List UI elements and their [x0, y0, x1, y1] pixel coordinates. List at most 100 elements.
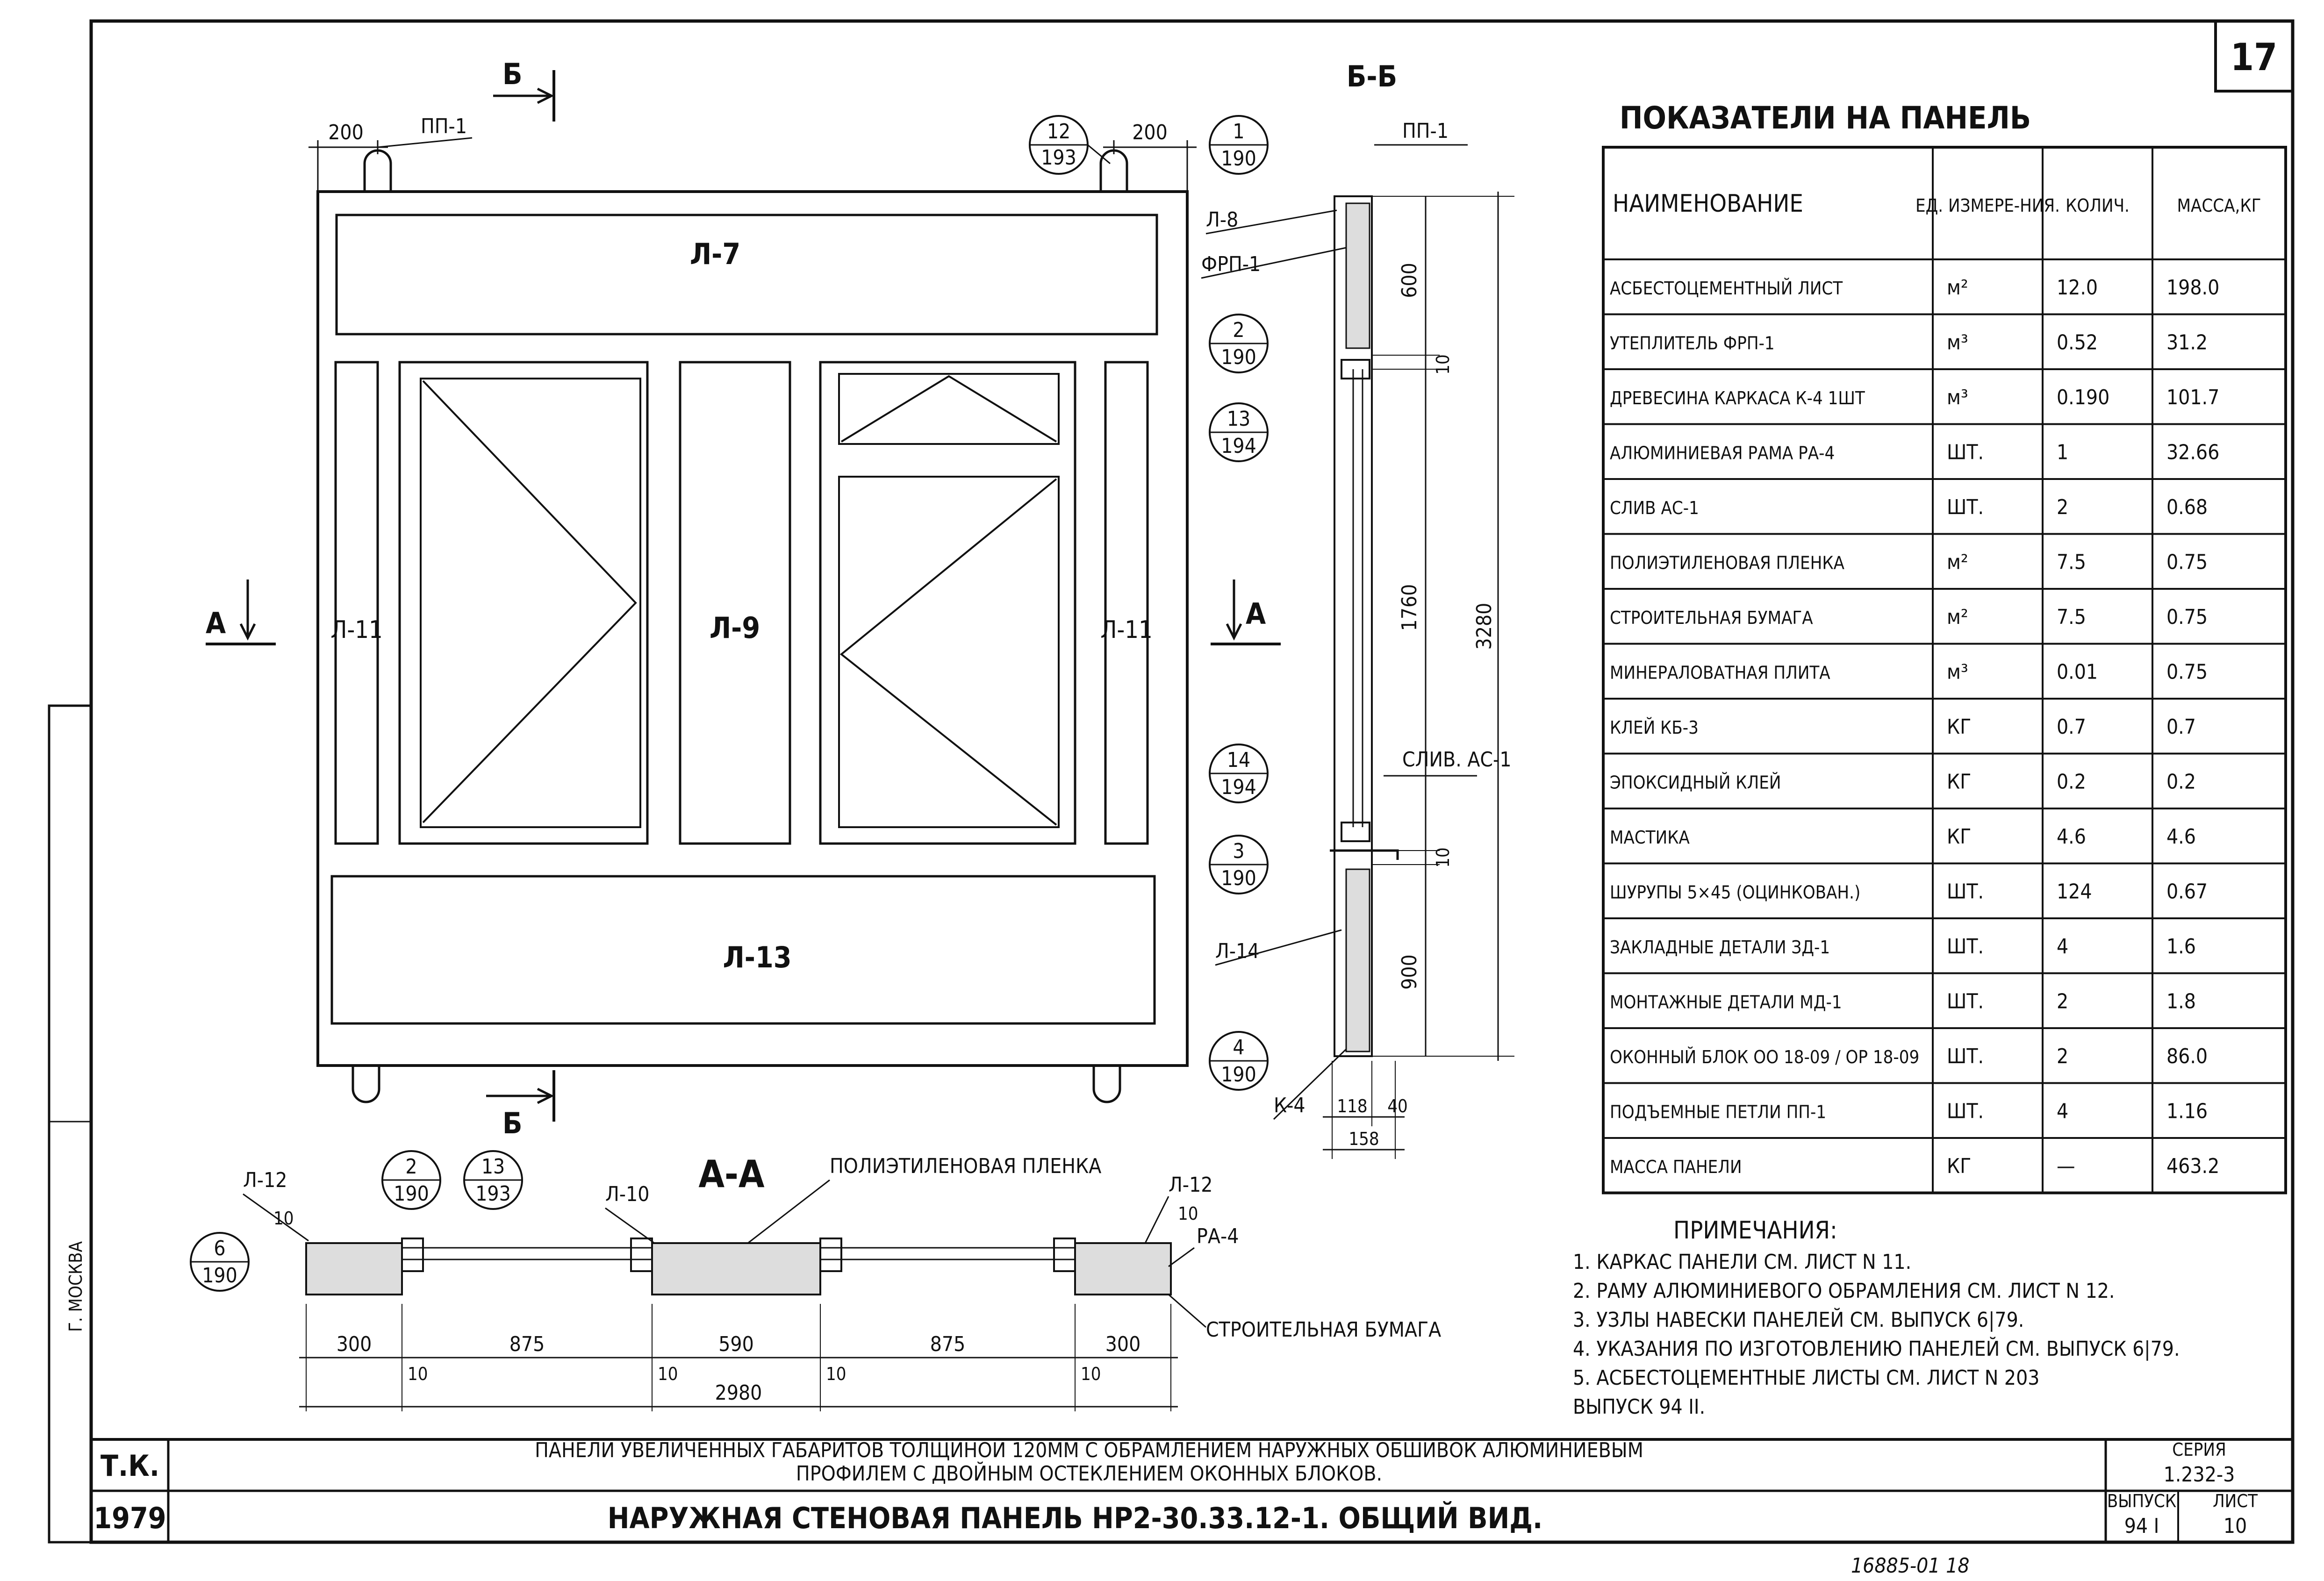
table-cell-value: ШТ. — [1947, 1044, 1984, 1068]
table-cell-value: ШТ. — [1947, 880, 1984, 903]
aa-leader-l10 — [605, 1207, 655, 1244]
aa-label-paper: СТРОИТЕЛЬНАЯ БУМАГА — [1206, 1318, 1441, 1342]
tb-series-value: 1.232-3 — [2164, 1463, 2235, 1487]
table-cell-value: КГ — [1947, 1154, 1971, 1178]
table-cell-value: 32.66 — [2166, 440, 2219, 464]
bb-dim-118: 118 — [1337, 1096, 1367, 1116]
section-a-left-arrowhead — [239, 623, 256, 641]
table-cell-name: КЛЕЙ КБ-3 — [1610, 717, 1699, 738]
aa-dim-seg-0: 300 — [337, 1332, 372, 1356]
aa-right-sheet — [1074, 1242, 1172, 1295]
table-cell-value: КГ — [1947, 825, 1971, 849]
bb-ref-3-190-sheet: 190 — [1221, 866, 1256, 890]
aa-label-10-left: 10 — [273, 1208, 294, 1229]
bb-ref-2-190-num: 2 — [1233, 318, 1244, 342]
sheet-l11-left — [334, 361, 379, 845]
bb-ref-13-194 — [1209, 402, 1269, 462]
aa-left-sheet — [305, 1242, 403, 1295]
section-b-top-arrowhead — [537, 87, 554, 104]
table-cell-value: 4.6 — [2166, 825, 2196, 849]
bb-dim-1760: 1760 — [1398, 584, 1421, 631]
section-a-right-arrowhead — [1226, 623, 1242, 641]
bb-dim-10b: 10 — [1433, 847, 1453, 868]
tb-series-label: СЕРИЯ — [2172, 1439, 2226, 1460]
aa-frame-midright — [819, 1238, 842, 1272]
notes-title: ПРИМЕЧАНИЯ: — [1673, 1216, 1837, 1245]
table-cell-name: ПОЛИЭТИЛЕНОВАЯ ПЛЕНКА — [1610, 552, 1845, 573]
window-2-transom-mark — [840, 375, 1057, 443]
tb-sheet-value: 10 — [2224, 1514, 2247, 1538]
aa-leader-paper — [1168, 1294, 1206, 1328]
table-cell-value: 7.5 — [2057, 550, 2086, 574]
notes-block: ПРИМЕЧАНИЯ: 1. КАРКАС ПАНЕЛИ СМ. ЛИСТ N … — [1573, 1216, 2180, 1419]
table-cell-value: м² — [1947, 276, 1968, 300]
tb-issue-value: 94 I — [2124, 1514, 2159, 1538]
table-cell-value: 4 — [2057, 1099, 2068, 1123]
bb-ref-3-190 — [1209, 835, 1269, 894]
aa-leader-ra4 — [1168, 1247, 1195, 1267]
table-cell-value: 0.2 — [2057, 770, 2086, 794]
left-stamp-strip — [48, 704, 93, 1544]
bb-ref-4-190 — [1209, 1031, 1269, 1091]
bb-ref-14-194-sheet: 194 — [1221, 775, 1256, 799]
bb-leader-l8 — [1205, 209, 1337, 235]
table-cell-value: м² — [1947, 550, 1968, 574]
leader-pp1-elev — [377, 137, 473, 148]
mount-loop-bottom-left — [351, 1066, 380, 1103]
aa-ref-13-193-sheet: 193 — [475, 1182, 511, 1206]
table-cell-value: 12.0 — [2057, 276, 2098, 300]
bb-ref-4-190-sheet: 190 — [1221, 1063, 1256, 1087]
bb-ref-1-190-sheet: 190 — [1221, 147, 1256, 171]
note-item: 5. АСБЕСТОЦЕМЕНТНЫЕ ЛИСТЫ СМ. ЛИСТ N 203 — [1573, 1366, 2039, 1390]
table-cell-value: ШТ. — [1947, 935, 1984, 959]
table-title: ПОКАЗАТЕЛИ НА ПАНЕЛЬ — [1620, 100, 2031, 136]
section-bb-window-head — [1341, 359, 1370, 379]
aa-frame-midleft — [630, 1238, 653, 1272]
aa-ref-2-190-num: 2 — [405, 1155, 417, 1179]
tb-description-1: ПАНЕЛИ УВЕЛИЧЕННЫХ ГАБАРИТОВ ТОЛЩИНОЙ 12… — [535, 1438, 1643, 1462]
aa-label-l10: Л-10 — [605, 1182, 649, 1206]
title-block: Т.К. 1979 ПАНЕЛИ УВЕЛИЧЕННЫХ ГАБАРИТОВ Т… — [93, 1438, 2258, 1538]
panel-outline — [316, 190, 1189, 1067]
window-2-opening-mark — [839, 478, 1057, 826]
table-cell-value: 198.0 — [2166, 276, 2219, 300]
bb-ref-13-194-sheet: 194 — [1221, 434, 1256, 458]
table-header-cell: НАИМЕНОВАНИЕ — [1613, 190, 1803, 218]
window-2-transom — [838, 373, 1060, 445]
section-bb-body — [1334, 195, 1373, 1057]
table-cell-value: КГ — [1947, 770, 1971, 794]
aa-dim-gap-1: 10 — [658, 1364, 678, 1384]
ref-12-leader — [1087, 144, 1111, 165]
lifting-loop-top-right — [1099, 149, 1128, 192]
aa-leader-film — [747, 1179, 830, 1244]
label-l9: Л-9 — [710, 611, 760, 645]
sheet-l11-right — [1104, 361, 1149, 845]
aa-ref-6-190-sheet: 190 — [202, 1264, 237, 1288]
table-cell-value: 4 — [2057, 935, 2068, 959]
aa-leader-l12-left — [243, 1193, 309, 1242]
aa-ref-2-190-sheet: 190 — [394, 1182, 429, 1206]
table-cell-value: 1.16 — [2166, 1099, 2208, 1123]
aa-dim-seg-2: 590 — [718, 1332, 754, 1356]
ref-12-sheet: 193 — [1041, 146, 1076, 170]
sheet-l13 — [330, 875, 1156, 1025]
tb-drawing-title: НАРУЖНАЯ СТЕНОВАЯ ПАНЕЛЬ НР2-30.33.12-1.… — [608, 1501, 1542, 1535]
bb-dim-10a: 10 — [1433, 354, 1453, 375]
bb-dim-158: 158 — [1348, 1129, 1379, 1149]
bb-dim-3280: 3280 — [1472, 603, 1496, 650]
note-item: ВЫПУСК 94 II. — [1573, 1395, 1705, 1419]
bb-ref-2-190 — [1209, 314, 1269, 373]
table-cell-value: м³ — [1947, 386, 1968, 409]
window-2-sash — [838, 476, 1060, 828]
bb-leader-l14 — [1215, 929, 1342, 966]
tb-org: Т.К. — [100, 1449, 159, 1483]
bb-ref-3-190-num: 3 — [1233, 839, 1244, 863]
